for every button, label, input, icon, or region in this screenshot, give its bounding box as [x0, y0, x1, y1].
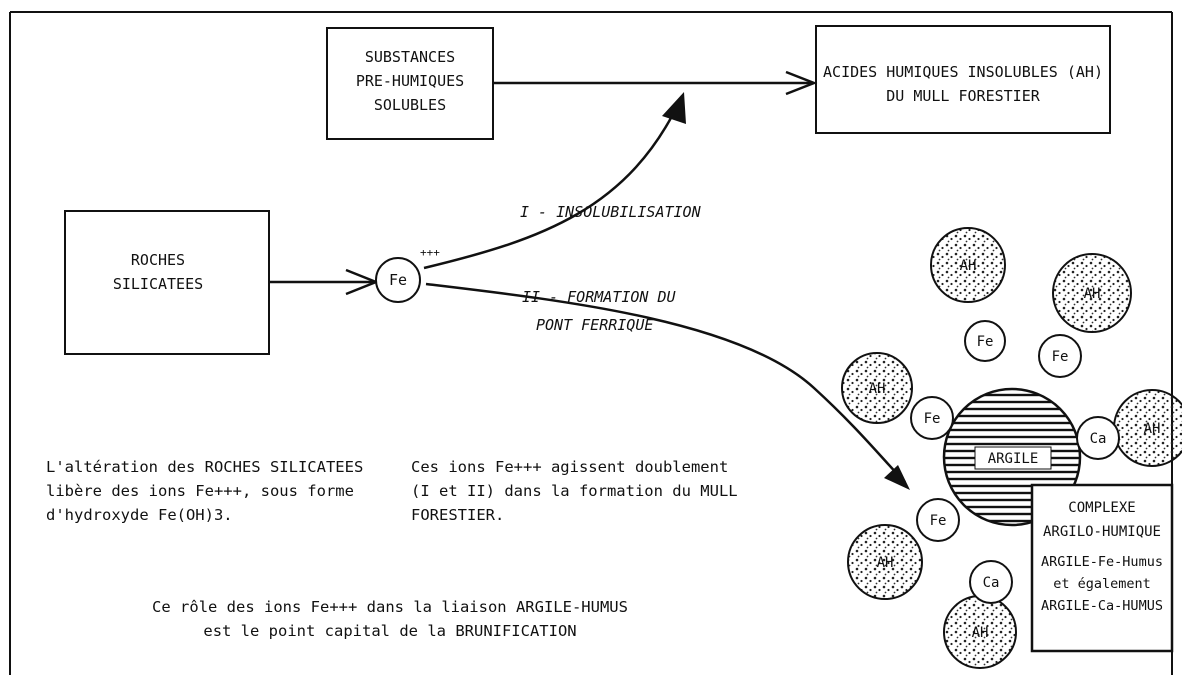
note-alteration: L'altération des ROCHES SILICATEES libèr…: [46, 458, 363, 524]
humus-particle: AH: [931, 228, 1005, 302]
note-alteration-line-1: L'altération des ROCHES SILICATEES: [46, 458, 363, 476]
fe-node-label: Fe: [389, 271, 407, 289]
roches-box: ROCHES SILICATEES: [65, 211, 269, 354]
humus-label: AH: [1084, 286, 1101, 302]
fe-bridge-label: Fe: [924, 411, 941, 427]
note-role-line-1: Ce rôle des ions Fe+++ dans la liaison A…: [152, 598, 628, 616]
humus-label: AH: [1144, 421, 1161, 437]
humus-label: AH: [877, 555, 894, 571]
note-ions-line-3: FORESTIER.: [411, 506, 504, 524]
roches-line-1: ROCHES: [131, 251, 185, 269]
complexe-box: COMPLEXE ARGILO-HUMIQUE ARGILE-Fe-Humus …: [1032, 485, 1172, 651]
note-ions-line-2: (I et II) dans la formation du MULL: [411, 482, 738, 500]
fe-bridge-label: Fe: [930, 513, 947, 529]
ca-bridge-label: Ca: [983, 575, 1000, 591]
formation-label-line-2: PONT FERRIQUE: [536, 316, 653, 334]
insolubilisation-label: I - INSOLUBILISATION: [520, 203, 702, 221]
roches-line-2: SILICATEES: [113, 275, 203, 293]
formation-label-line-1: II - FORMATION DU: [522, 288, 676, 306]
fe-bridge-ion: Fe: [965, 321, 1005, 361]
ca-bridge-label: Ca: [1090, 431, 1107, 447]
note-role-line-2: est le point capital de la BRUNIFICATION: [203, 622, 576, 640]
fe-bridge-label: Fe: [1052, 349, 1069, 365]
complexe-line-2: ARGILO-HUMIQUE: [1043, 524, 1161, 540]
substances-line-3: SOLUBLES: [374, 96, 446, 114]
ca-bridge-ion: Ca: [970, 561, 1012, 603]
acides-humiques-box: ACIDES HUMIQUES INSOLUBLES (AH) DU MULL …: [816, 26, 1110, 133]
humus-particle: AH: [848, 525, 922, 599]
fe-node-charge: +++: [420, 246, 440, 259]
complexe-line-1: COMPLEXE: [1068, 500, 1135, 516]
substances-line-2: PRE-HUMIQUES: [356, 72, 464, 90]
note-ions: Ces ions Fe+++ agissent doublement (I et…: [411, 458, 738, 524]
arrow-substances-acides: [493, 72, 814, 94]
humus-label: AH: [972, 625, 989, 641]
humus-particle: AH: [1114, 390, 1182, 466]
humus-particle: AH: [842, 353, 912, 423]
fe-bridge-label: Fe: [977, 334, 994, 350]
fe-bridge-ion: Fe: [911, 397, 953, 439]
humus-label: AH: [869, 381, 886, 397]
note-role: Ce rôle des ions Fe+++ dans la liaison A…: [152, 598, 628, 640]
note-ions-line-1: Ces ions Fe+++ agissent doublement: [411, 458, 728, 476]
humus-label: AH: [960, 258, 977, 274]
argile-label: ARGILE: [988, 451, 1039, 467]
acides-line-2: DU MULL FORESTIER: [886, 87, 1040, 105]
note-alteration-line-3: d'hydroxyde Fe(OH)3.: [46, 506, 233, 524]
complexe-line-3: ARGILE-Fe-Humus: [1041, 554, 1163, 570]
note-alteration-line-2: libère des ions Fe+++, sous forme: [46, 482, 354, 500]
acides-line-1: ACIDES HUMIQUES INSOLUBLES (AH): [823, 63, 1103, 81]
humus-particle: AH: [944, 596, 1016, 668]
arrow-roches-fe: [269, 270, 376, 294]
humus-particle: AH: [1053, 254, 1131, 332]
complexe-line-4: et également: [1053, 576, 1151, 592]
substances-line-1: SUBSTANCES: [365, 48, 455, 66]
ca-bridge-ion: Ca: [1077, 417, 1119, 459]
fe-bridge-ion: Fe: [917, 499, 959, 541]
substances-box: SUBSTANCES PRE-HUMIQUES SOLUBLES: [327, 28, 493, 139]
complexe-line-5: ARGILE-Ca-HUMUS: [1041, 598, 1163, 614]
fe-bridge-ion: Fe: [1039, 335, 1081, 377]
fe-ion-node: Fe +++: [376, 246, 440, 302]
